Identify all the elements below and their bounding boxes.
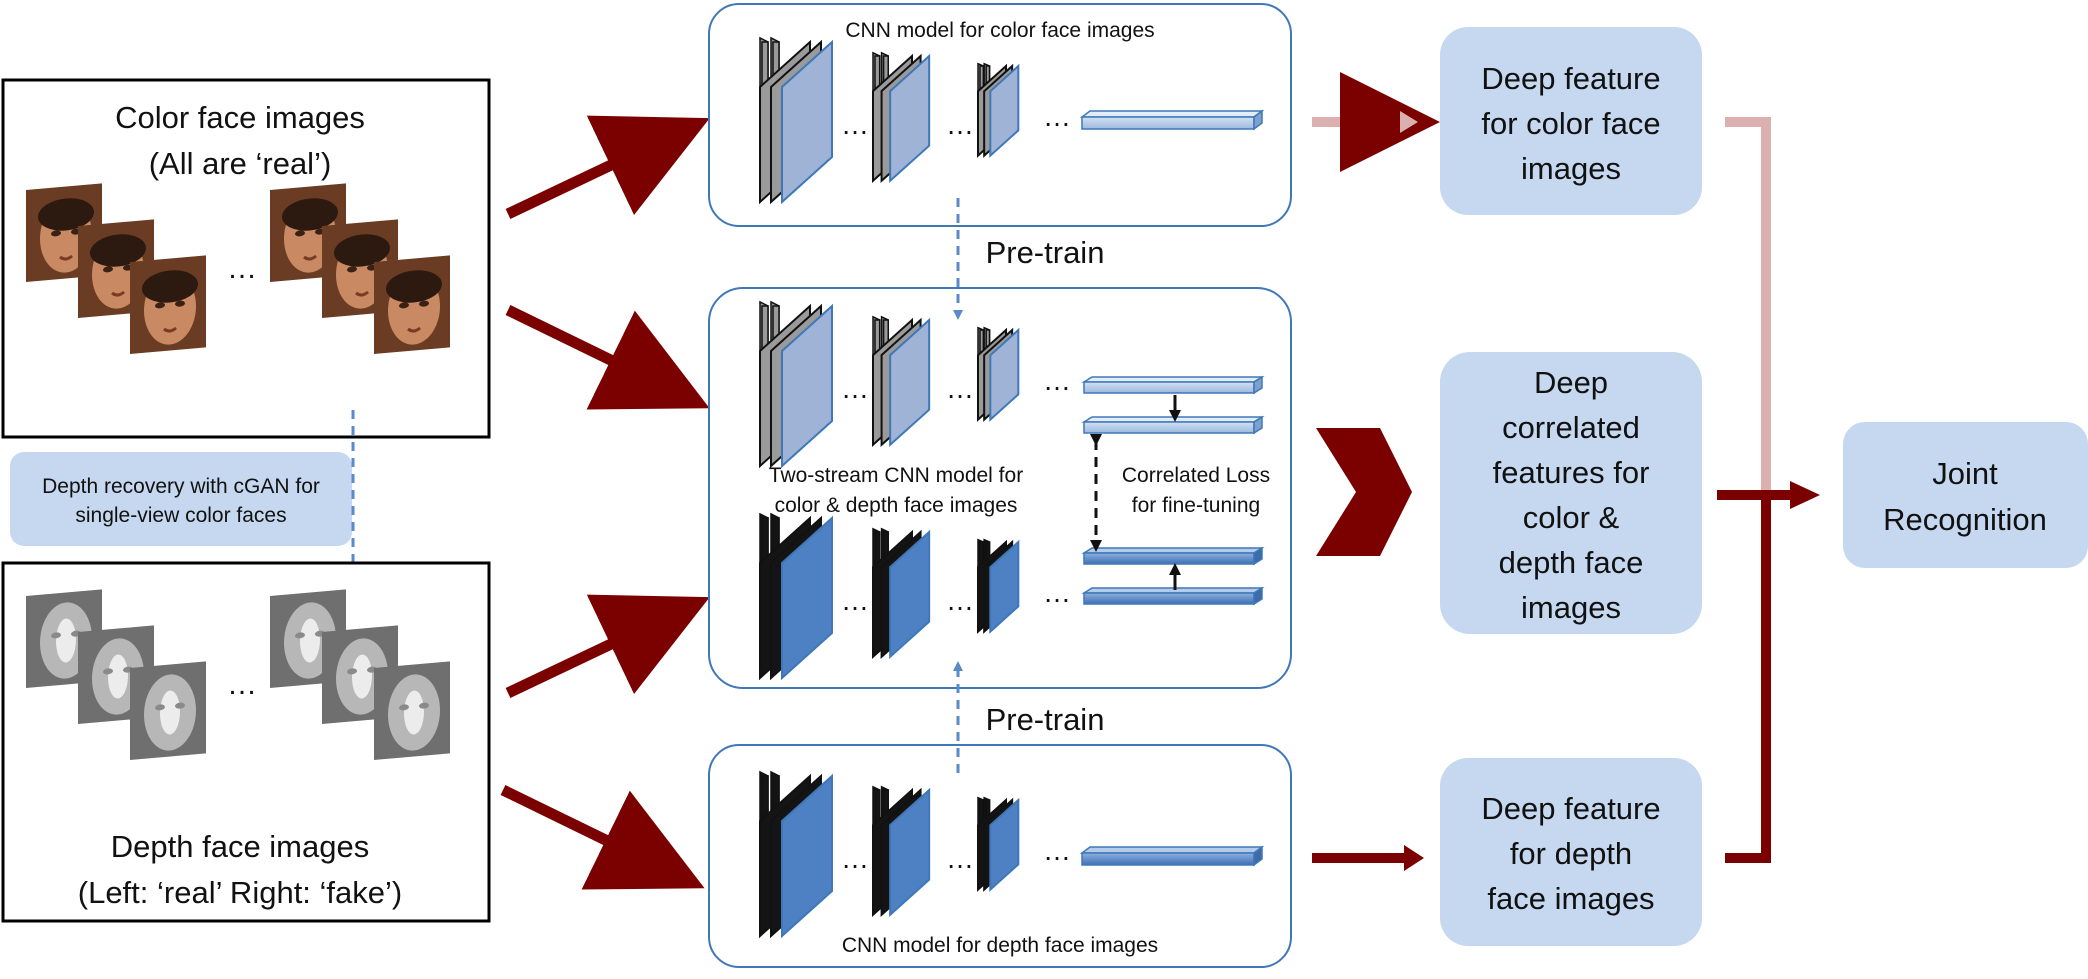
chevron-right-icon xyxy=(1316,428,1412,556)
feature-box-depth: Deep feature for depth face images xyxy=(1440,758,1702,946)
color-input-title: Color face images xyxy=(115,100,365,135)
feature-box-color: Deep feature for color face images xyxy=(1440,27,1702,215)
layer-ellipsis-3-2: … xyxy=(1043,101,1071,132)
joint-recognition-line-2: Recognition xyxy=(1883,502,2047,537)
connector-color-light xyxy=(1725,117,1771,495)
arrow-depth-to-twostream xyxy=(505,594,710,698)
layer-ellipsis-12-1: … xyxy=(946,843,974,874)
depth-cnn-feature-bar xyxy=(1079,845,1265,867)
color-input-subtitle: (All are ‘real’) xyxy=(149,146,332,181)
color-cnn-title: CNN model for color face images xyxy=(845,19,1154,42)
cnn-layer-stack-11 xyxy=(977,796,1020,892)
depth-cnn-title: CNN model for depth face images xyxy=(842,934,1158,957)
arrow-color-to-twostream xyxy=(505,305,710,410)
two-stream-depth-bar-1 xyxy=(1081,546,1265,566)
depth-recovery-label-1: Depth recovery with cGAN for xyxy=(42,475,320,498)
feature-corr-line-4: color & xyxy=(1523,500,1620,535)
color-cnn-feature-bar xyxy=(1079,109,1265,131)
correlation-arrows xyxy=(1090,395,1181,590)
feature-corr-line-5: depth face xyxy=(1499,545,1644,580)
feature-depth-line-2: for depth xyxy=(1510,836,1632,871)
two-stream-title-1: Two-stream CNN model for xyxy=(769,464,1023,487)
feature-color-line-1: Deep feature xyxy=(1481,61,1660,96)
layer-ellipsis-6-0: … xyxy=(841,373,869,404)
joint-recognition-box: Joint Recognition xyxy=(1843,422,2088,568)
depth-recovery-label-2: single-view color faces xyxy=(75,504,286,527)
cnn-layer-stack-8 xyxy=(977,538,1020,634)
two-stream-color-bar-1 xyxy=(1081,375,1265,395)
depth-faces-ellipsis: … xyxy=(227,668,257,701)
cnn-layer-stack-1 xyxy=(872,51,931,184)
two-stream-title-2: color & depth face images xyxy=(775,494,1018,517)
feature-depth-line-1: Deep feature xyxy=(1481,791,1660,826)
correlated-loss-label-2: for fine-tuning xyxy=(1132,494,1260,517)
cnn-layer-stack-0 xyxy=(759,36,833,205)
cnn-layer-stack-5 xyxy=(977,326,1020,422)
depth-input-panel: … Depth face images (Left: ‘real’ Right:… xyxy=(1,561,491,923)
feature-color-line-2: for color face xyxy=(1481,106,1660,141)
connector-depth-dark xyxy=(1725,495,1771,863)
depth-input-title: Depth face images xyxy=(111,829,369,864)
layer-ellipsis-6-1: … xyxy=(946,373,974,404)
feature-color-line-3: images xyxy=(1521,151,1621,186)
cnn-layer-stack-4 xyxy=(872,315,931,448)
joint-recognition-line-1: Joint xyxy=(1932,456,1998,491)
input-arrows xyxy=(500,115,710,890)
cnn-layer-stack-10 xyxy=(872,785,931,918)
two-stream-depth-bar-2 xyxy=(1081,586,1265,606)
depth-recovery-box: Depth recovery with cGAN for single-view… xyxy=(10,452,352,546)
layer-ellipsis-9-0: … xyxy=(841,585,869,616)
cnn-layer-stack-3 xyxy=(759,300,833,469)
feature-corr-line-2: correlated xyxy=(1502,410,1640,445)
pretrain-top-label: Pre-train xyxy=(986,235,1105,270)
layer-ellipsis-3-1: … xyxy=(946,109,974,140)
layer-ellipsis-3-0: … xyxy=(841,109,869,140)
feature-bars xyxy=(1079,109,1265,867)
two-stream-color-bar-2 xyxy=(1081,415,1265,435)
cnn-layer-stack-6 xyxy=(759,512,833,681)
arrow-depth-to-cnn xyxy=(500,785,705,890)
cnn-layer-stack-9 xyxy=(759,770,833,939)
arrow-color-to-cnn xyxy=(505,115,710,219)
feature-box-correlated: Deep correlated features for color & dep… xyxy=(1440,352,1702,634)
layer-ellipsis-12-2: … xyxy=(1043,835,1071,866)
layer-ellipsis-6-2: … xyxy=(1043,365,1071,396)
joint-arrow-head xyxy=(1790,481,1820,509)
arrow-colorcnn-head xyxy=(1400,111,1418,133)
feature-depth-line-3: face images xyxy=(1487,881,1654,916)
cnn-layer-stack-2 xyxy=(977,62,1020,158)
correlated-loss-label-1: Correlated Loss xyxy=(1122,464,1270,487)
layer-ellipses: … … … … … … … … … … … … xyxy=(841,101,1071,874)
layer-ellipsis-9-2: … xyxy=(1043,577,1071,608)
color-input-panel: Color face images (All are ‘real’) … xyxy=(1,78,491,439)
pretrain-bottom-label: Pre-train xyxy=(986,702,1105,737)
cnn-layer-stacks xyxy=(759,36,1020,939)
arrow-depthcnn-head xyxy=(1404,845,1424,871)
feature-corr-line-1: Deep xyxy=(1534,365,1608,400)
feature-corr-line-6: images xyxy=(1521,590,1621,625)
layer-ellipsis-12-0: … xyxy=(841,843,869,874)
feature-corr-line-3: features for xyxy=(1493,455,1650,490)
depth-input-subtitle: (Left: ‘real’ Right: ‘fake’) xyxy=(78,875,402,910)
fusion-connectors xyxy=(1717,117,1794,863)
layer-ellipsis-9-1: … xyxy=(946,585,974,616)
color-faces-ellipsis: … xyxy=(227,252,257,285)
cnn-layer-stack-7 xyxy=(872,527,931,660)
